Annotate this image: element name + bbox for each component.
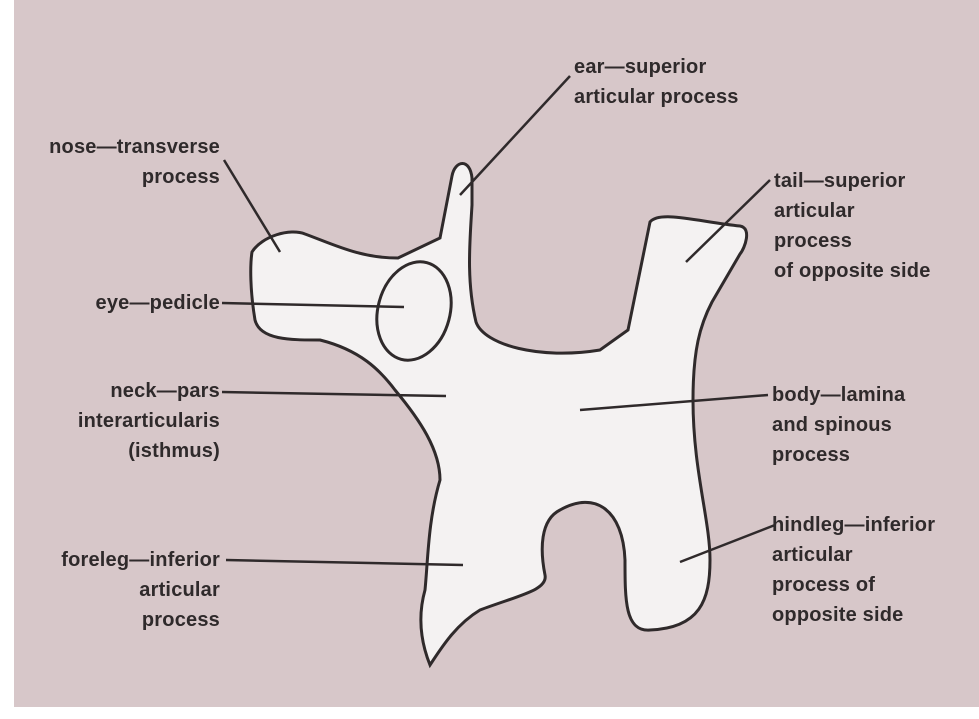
nose-label-line-2: process xyxy=(20,162,220,192)
hindleg-label-line-4: opposite side xyxy=(772,600,935,630)
body-label-line-3: process xyxy=(772,440,905,470)
hindleg-label-line-1: hindleg—inferior xyxy=(772,510,935,540)
hindleg-label: hindleg—inferior articular process of op… xyxy=(772,510,935,630)
ear-label-line-2: articular process xyxy=(574,82,739,112)
eye-label: eye—pedicle xyxy=(20,288,220,318)
foreleg-label-line-1: foreleg—inferior xyxy=(20,545,220,575)
tail-label-line-4: of opposite side xyxy=(774,256,931,286)
foreleg-label-line-3: process xyxy=(20,605,220,635)
ear-leader-line xyxy=(460,76,570,195)
neck-label: neck—pars interarticularis (isthmus) xyxy=(20,376,220,466)
vertebra-shape xyxy=(251,164,747,666)
foreleg-label-line-2: articular xyxy=(20,575,220,605)
nose-label: nose—transverse process xyxy=(20,132,220,192)
tail-label-line-1: tail—superior xyxy=(774,166,931,196)
body-label: body—lamina and spinous process xyxy=(772,380,905,470)
tail-label: tail—superior articular process of oppos… xyxy=(774,166,931,286)
body-label-line-2: and spinous xyxy=(772,410,905,440)
hindleg-label-line-2: articular xyxy=(772,540,935,570)
neck-label-line-2: interarticularis xyxy=(20,406,220,436)
tail-label-line-2: articular xyxy=(774,196,931,226)
nose-label-line-1: nose—transverse xyxy=(20,132,220,162)
ear-label-line-1: ear—superior xyxy=(574,52,739,82)
body-label-line-1: body—lamina xyxy=(772,380,905,410)
hindleg-label-line-3: process of xyxy=(772,570,935,600)
neck-label-line-1: neck—pars xyxy=(20,376,220,406)
tail-label-line-3: process xyxy=(774,226,931,256)
ear-label: ear—superior articular process xyxy=(574,52,739,112)
eye-label-line-1: eye—pedicle xyxy=(20,288,220,318)
foreleg-label: foreleg—inferior articular process xyxy=(20,545,220,635)
neck-label-line-3: (isthmus) xyxy=(20,436,220,466)
nose-leader-line xyxy=(224,160,280,252)
